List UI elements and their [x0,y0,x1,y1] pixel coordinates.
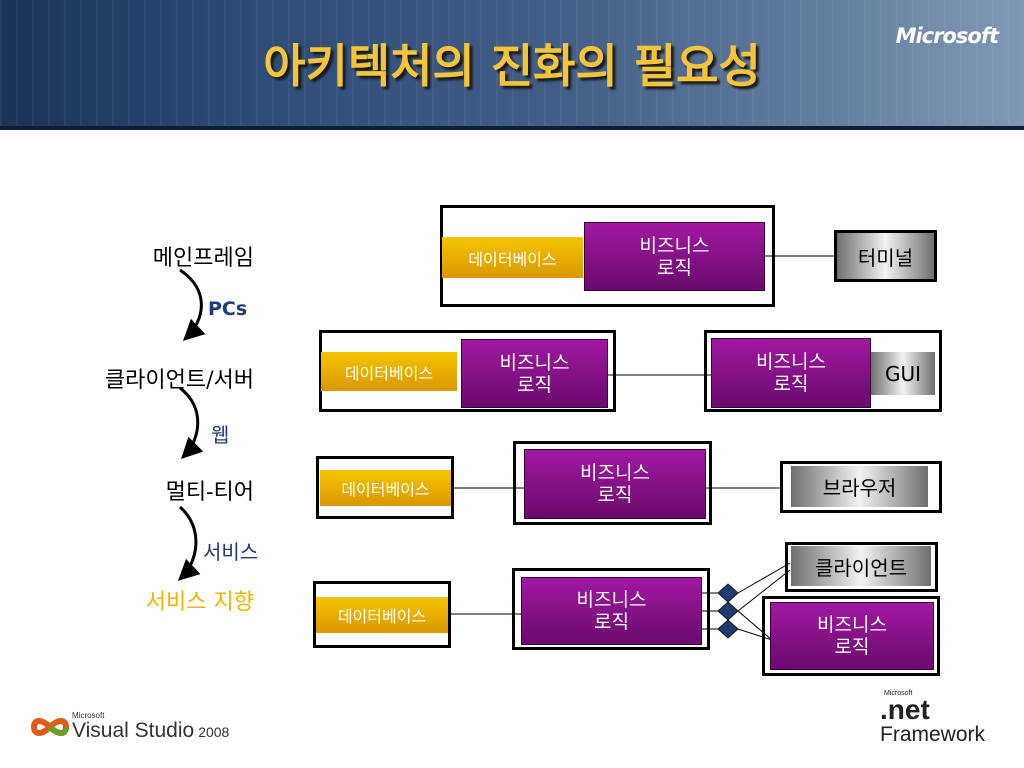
dotnet-framework-logo: Microsoft .net Framework [880,690,985,747]
line-service-client [737,562,791,594]
arrow-client-server-to-multi-tier [179,386,204,459]
line-service-partner [737,628,773,641]
vs-name: Visual Studio [72,719,195,742]
arrow-mainframe-to-client-server [179,268,206,341]
arrow-multi-tier-to-service [177,505,201,581]
vs-year: 2008 [198,724,230,740]
transition-pcs: PCs [208,298,248,320]
step-mainframe: 메인프레임 [152,246,254,271]
transition-web: 웹 [211,423,230,447]
r1-database: 데이터베이스 [442,237,583,278]
r4-database: 데이터베이스 [316,597,448,633]
net-name: .net [880,694,930,725]
slide-title: 아키텍처의 진화의 필요성 [263,39,761,93]
service-port-1 [717,583,739,603]
net-framework-label: Framework [880,723,986,746]
step-service-oriented: 서비스 지향 [145,590,254,615]
r3-database: 데이터베이스 [320,470,451,506]
service-port-3 [717,619,739,639]
visual-studio-icon [30,717,70,736]
r2-gui: GUI [871,352,935,395]
r2-database: 데이터베이스 [321,352,457,391]
transition-services: 서비스 [203,540,259,564]
service-port-2 [717,601,739,621]
step-multi-tier: 멀티-티어 [165,480,254,505]
vs-microsoft-label: Microsoft [72,711,105,720]
r1-terminal: 터미널 [834,230,937,282]
r4-client: 클라이언트 [791,546,931,586]
microsoft-logo: Microsoft [895,24,999,48]
title-banner: 아키텍처의 진화의 필요성 Microsoft [0,0,1024,130]
r3-browser: 브라우저 [791,466,928,507]
net-microsoft-label: Microsoft [884,690,913,697]
